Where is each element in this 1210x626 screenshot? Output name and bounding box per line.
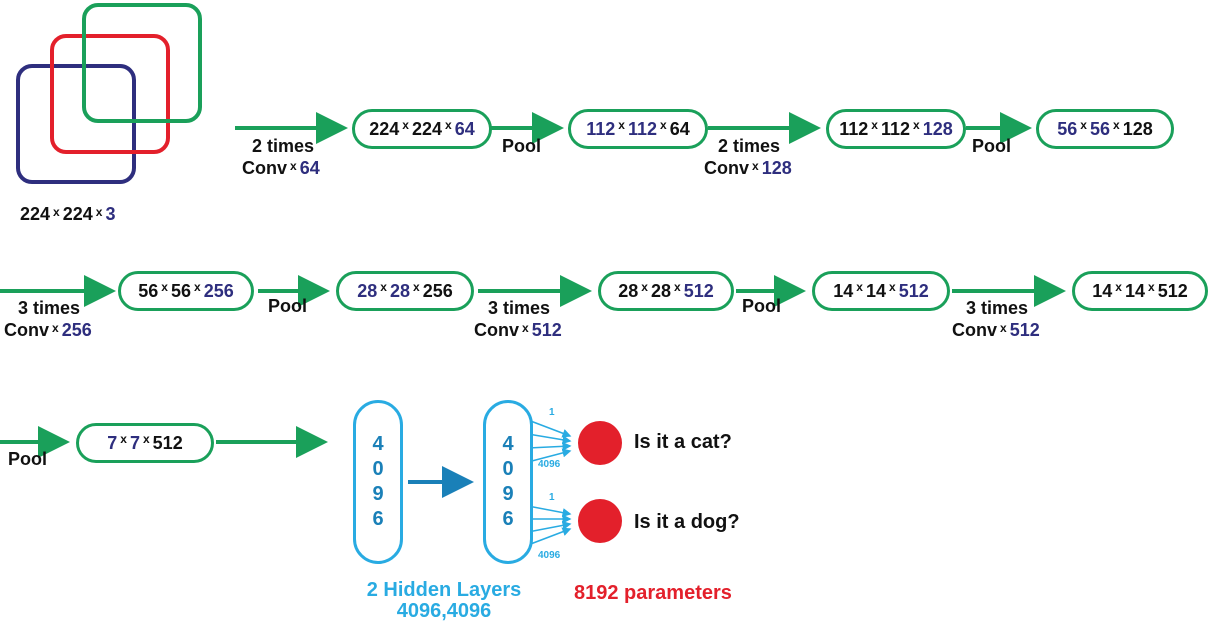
input-channel-green bbox=[82, 3, 202, 123]
conv64-times-label: 2 times bbox=[252, 136, 315, 156]
fan-cat-bottom-label: 4096 bbox=[538, 459, 561, 470]
input-channel-red bbox=[50, 34, 170, 154]
output-node-cat bbox=[578, 421, 622, 465]
fan-dog-4 bbox=[527, 527, 572, 546]
pool-label-3: Pool bbox=[268, 296, 307, 316]
fan-dog-3 bbox=[527, 520, 572, 533]
fan-dog-top-label: 1 bbox=[549, 492, 555, 503]
fan-cat-3 bbox=[527, 441, 572, 451]
fan-cat-1 bbox=[527, 419, 572, 438]
fan-dog-bottom-label: 4096 bbox=[538, 550, 561, 561]
pool-label-1: Pool bbox=[502, 136, 541, 156]
hidden-layers-caption-line1: 2 Hidden Layers bbox=[366, 579, 522, 601]
hidden-layers-caption: 2 Hidden Layers 4096,4096 bbox=[356, 580, 532, 622]
conv128-times-label: 2 times bbox=[718, 136, 781, 156]
output-node-dog bbox=[578, 499, 622, 543]
pool-label-2: Pool bbox=[972, 136, 1011, 156]
fan-cat-4 bbox=[527, 448, 572, 463]
conv256-times-label: 3 times bbox=[18, 298, 81, 318]
pool-label-5: Pool bbox=[8, 449, 47, 469]
conv512a-times-label: 3 times bbox=[488, 298, 551, 318]
output-cat-label: Is it a cat? bbox=[634, 431, 732, 453]
output-dog-label: Is it a dog? bbox=[634, 511, 740, 533]
hidden-layers-caption-line2: 4096,4096 bbox=[396, 600, 492, 622]
fan-cat-top-label: 1 bbox=[549, 407, 555, 418]
pool-label-4: Pool bbox=[742, 296, 781, 316]
fan-cat-2 bbox=[527, 433, 572, 445]
fan-dog-1 bbox=[527, 505, 572, 518]
conv512b-times-label: 3 times bbox=[966, 298, 1029, 318]
input-channel-blue bbox=[16, 64, 136, 184]
parameters-caption: 8192 parameters bbox=[574, 582, 732, 604]
